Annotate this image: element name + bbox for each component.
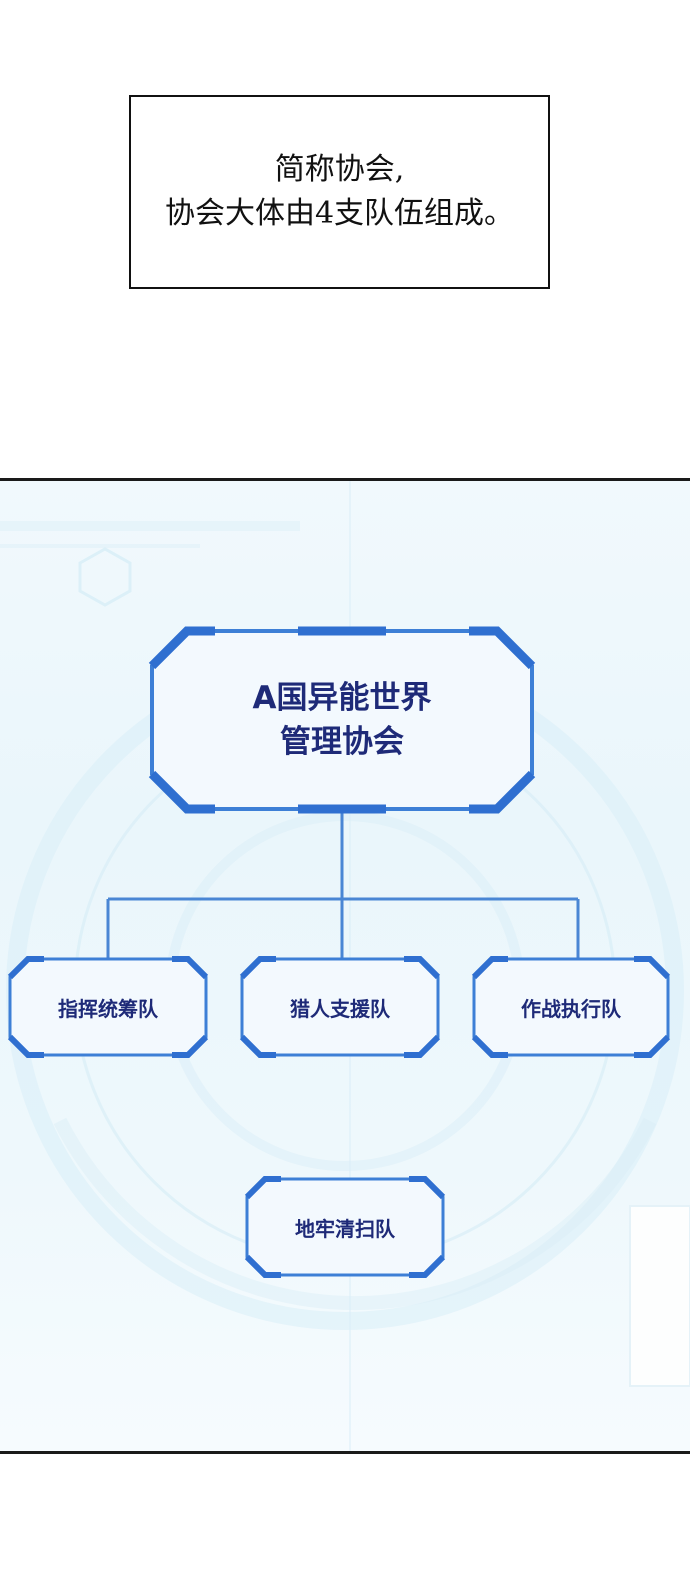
bg-hexagon <box>78 547 132 607</box>
root-node-shape <box>148 626 536 814</box>
team-node-shape-2 <box>239 956 441 1058</box>
bg-side-card <box>629 1205 690 1387</box>
team-node-combat: 作战执行队 <box>521 996 621 1021</box>
root-node-line-2: 管理协会 <box>280 724 404 760</box>
team-node-shape-4 <box>244 1176 446 1278</box>
caption-box: 简称协会, 协会大体由4支队伍组成。 <box>129 95 550 289</box>
caption-line-1: 简称协会, <box>274 152 405 187</box>
bg-arc-lower <box>53 1117 657 1311</box>
root-node-label: A国异能世界 管理协会 <box>152 631 532 809</box>
team-node-shape-3 <box>471 956 671 1058</box>
team-node-dungeon-cleanup: 地牢清扫队 <box>295 1216 395 1241</box>
team-node-hunter-support: 猎人支援队 <box>290 996 390 1021</box>
caption-line-2: 协会大体由4支队伍组成。 <box>164 196 515 231</box>
org-chart-graphics <box>0 481 690 1451</box>
connectors <box>106 809 580 959</box>
org-chart-panel: A国异能世界 管理协会 指挥统筹队 猎人支援队 作战执行队 地牢清扫队 <box>0 478 690 1454</box>
team-node-shape-1 <box>7 956 209 1058</box>
root-node-line-1: A国异能世界 <box>252 680 432 716</box>
team-node-command: 指挥统筹队 <box>58 996 158 1021</box>
